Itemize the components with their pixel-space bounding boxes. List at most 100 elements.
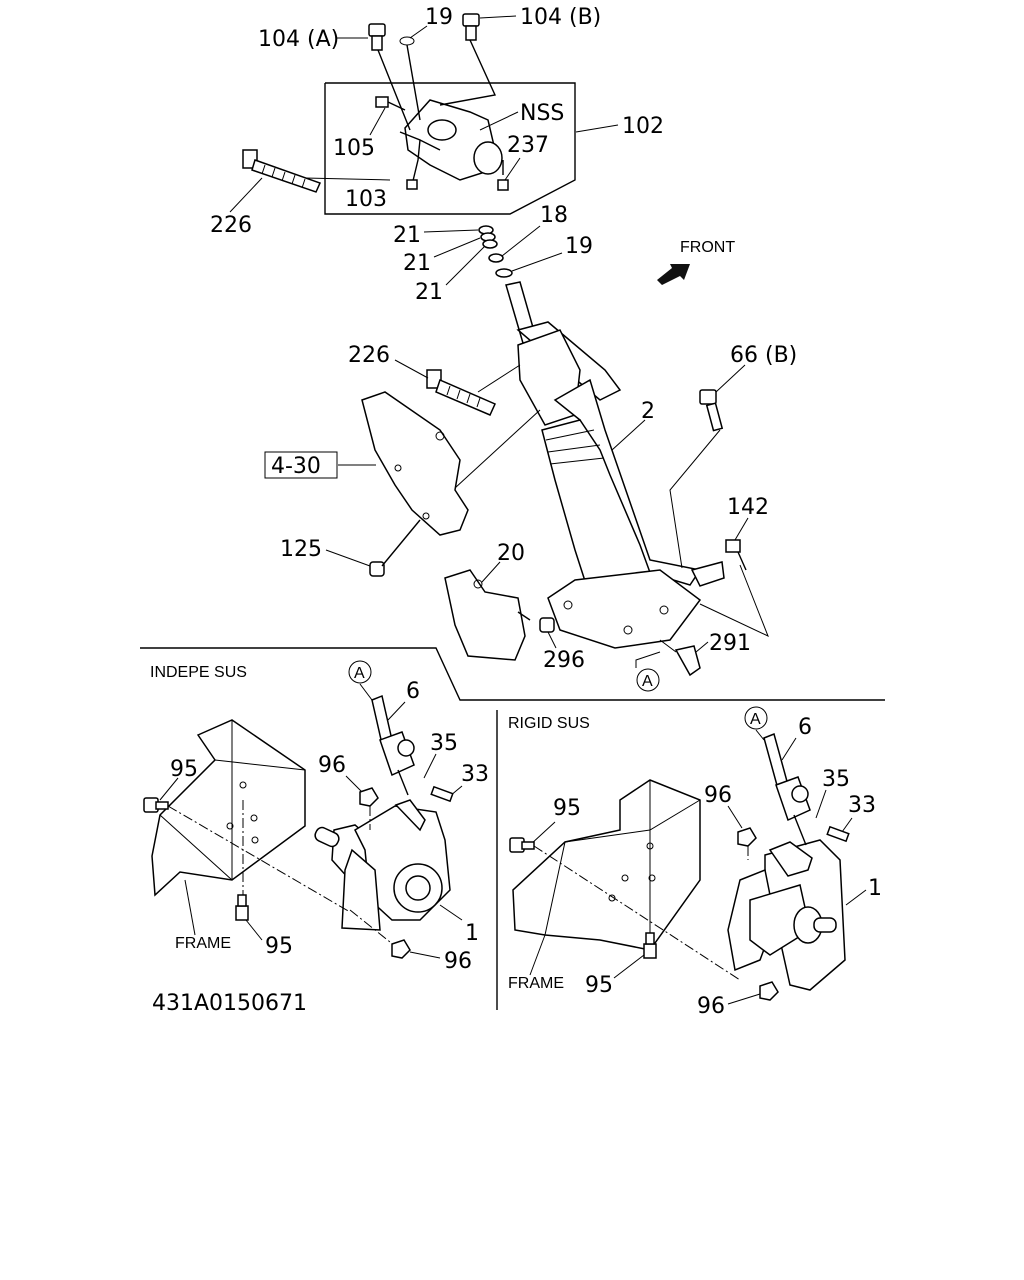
flange-hole-3 — [659, 605, 669, 615]
label-237: 237 — [507, 133, 549, 158]
label-r33: 33 — [848, 793, 876, 818]
bolt-r95-top — [509, 837, 535, 853]
cover-hole-1 — [435, 431, 445, 441]
leader-102 — [575, 124, 619, 133]
label-226-mid: 226 — [348, 343, 390, 368]
label-nss: NSS — [520, 101, 564, 126]
leader-ref-a-indep — [359, 683, 373, 701]
label-r96-top: 96 — [704, 783, 732, 808]
leader-2 — [611, 419, 646, 451]
label-66b: 66 (B) — [730, 343, 797, 368]
leader-r96-top — [727, 805, 743, 829]
circle-ref-a-top — [636, 668, 660, 692]
label-r1: 1 — [868, 876, 882, 901]
label-19-mid: 19 — [565, 234, 593, 259]
label-21-c: 21 — [415, 280, 443, 305]
leader-291 — [659, 639, 709, 653]
cover-hole-3 — [422, 512, 430, 520]
diagram-id: 431A0150671 — [152, 991, 307, 1016]
leader-104b — [479, 15, 517, 19]
cable-tie-226-mid — [426, 369, 496, 416]
label-142: 142 — [727, 495, 769, 520]
gearbox-rigid — [727, 839, 846, 991]
bolt-66b — [699, 389, 724, 432]
switch-assembly-group — [242, 13, 576, 215]
label-104b: 104 (B) — [520, 5, 601, 30]
leader-i1 — [439, 904, 463, 921]
label-21-b: 21 — [403, 251, 431, 276]
label-105: 105 — [333, 136, 375, 161]
screw-105 — [375, 96, 406, 111]
label-125: 125 — [280, 537, 322, 562]
leader-frame-rigid — [529, 934, 546, 976]
screw-125 — [369, 519, 421, 577]
clip-part-291 — [674, 645, 701, 677]
steering-column — [505, 281, 725, 649]
cable-tie-226-top — [242, 149, 322, 193]
nut-i96-bot — [391, 939, 411, 959]
leader-142-axis — [699, 564, 769, 637]
label-i6: 6 — [406, 679, 420, 704]
leader-21-c — [445, 246, 485, 286]
label-i95-top: 95 — [170, 757, 198, 782]
leader-ref-a-top — [635, 651, 661, 668]
leader-ref-a-rigid — [755, 729, 765, 741]
leader-237 — [504, 157, 521, 181]
boot-ribs — [545, 429, 605, 465]
label-i1: 1 — [465, 921, 479, 946]
frame-label-rigid: FRAME — [508, 975, 564, 992]
label-r95-bot: 95 — [585, 973, 613, 998]
tie-leader-top — [304, 177, 391, 181]
leader-142 — [734, 517, 749, 541]
bolt-i95-bot — [235, 894, 249, 921]
washer-19-top — [399, 36, 415, 46]
bolt-104b — [462, 13, 480, 41]
leader-r6 — [781, 737, 797, 761]
ref-box-label: 4-30 — [271, 454, 321, 479]
circle-ref-a-rigid-label: A — [750, 711, 761, 728]
bolt-i95-top — [143, 797, 169, 813]
column-cover — [361, 391, 469, 536]
washer-stack — [478, 225, 513, 278]
cover-hole-2 — [394, 464, 402, 472]
label-r95-top: 95 — [553, 796, 581, 821]
label-18: 18 — [540, 203, 568, 228]
flange-hole-1 — [563, 600, 573, 610]
assembly-lines-indep — [167, 800, 401, 951]
nut-i96-top — [359, 787, 379, 807]
label-i96-top: 96 — [318, 753, 346, 778]
assembly-lines-rigid — [533, 845, 749, 981]
leader-296 — [547, 631, 557, 649]
bolt-r33 — [826, 825, 850, 843]
assembly-102-box — [324, 82, 576, 215]
label-19-top: 19 — [425, 5, 453, 30]
flange-hole-2 — [623, 625, 633, 635]
label-226-top: 226 — [210, 213, 252, 238]
bolt-r95-bot — [643, 932, 657, 959]
bolt-104a — [368, 23, 386, 51]
switch-bore — [473, 141, 503, 175]
gearbox-indep — [314, 799, 451, 931]
leader-19-mid — [511, 252, 563, 272]
label-21-a: 21 — [393, 223, 421, 248]
leader-i35 — [423, 753, 437, 779]
leader-r33 — [841, 817, 853, 833]
leader-r35 — [815, 789, 827, 819]
switch-connector — [406, 179, 418, 190]
leader-125 — [325, 549, 371, 567]
switch-ring — [427, 119, 457, 141]
section-divider-top — [140, 647, 885, 701]
bolt-i33 — [430, 785, 454, 803]
leader-r1 — [845, 889, 867, 906]
section-label-indep: INDEPE SUS — [150, 664, 247, 681]
leader-i6 — [387, 701, 406, 721]
column-base-flange — [547, 569, 702, 649]
circle-ref-a-top-label: A — [642, 673, 653, 690]
shaft-6-rigid — [763, 732, 811, 846]
frame-rigid — [512, 779, 701, 951]
leader-i96-bot — [409, 951, 441, 959]
leader-i95-bot — [245, 919, 263, 941]
circle-ref-a-indep — [348, 660, 372, 684]
leader-21-b — [433, 237, 481, 258]
